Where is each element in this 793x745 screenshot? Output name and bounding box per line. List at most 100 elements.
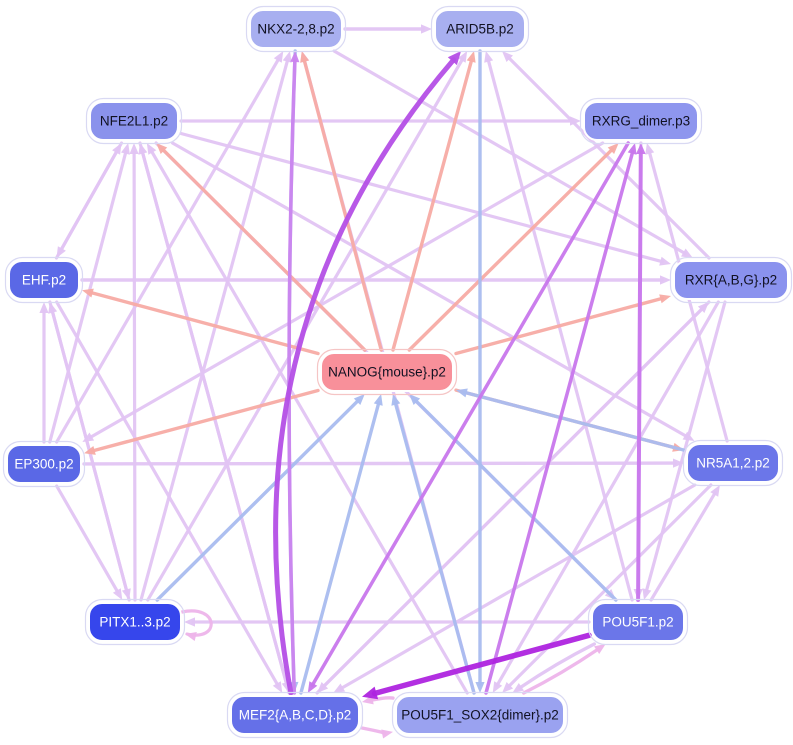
- edge-DIMER-NANOG: [391, 394, 476, 695]
- edge-NFE2L1-RXRG: [179, 116, 581, 126]
- edge-line: [179, 131, 664, 264]
- edge-MEF2-ARID5B: [273, 51, 462, 696]
- edge-line: [138, 141, 289, 686]
- node-outline: [391, 691, 569, 739]
- node-box: [320, 352, 454, 392]
- arrowhead-icon: [112, 588, 123, 600]
- edge-line: [48, 150, 128, 444]
- edge-line: [302, 58, 383, 352]
- node-box: [395, 695, 565, 735]
- edge-line: [522, 647, 600, 695]
- arrowhead-icon: [82, 432, 95, 442]
- arrowhead-icon: [317, 682, 329, 693]
- node-outline: [669, 256, 793, 304]
- edge-POU5F1-MEF2: [362, 632, 592, 700]
- edge-DIMER-NFE2L1: [146, 143, 469, 695]
- arrowhead-icon: [484, 51, 494, 63]
- node-outline: [226, 691, 364, 739]
- node-label: NKX2-2,8.p2: [257, 22, 334, 37]
- edge-line: [369, 696, 395, 702]
- arrowhead-icon: [659, 294, 671, 304]
- arrowhead-icon: [129, 143, 139, 154]
- node-rxrg: RXRG_dimer.p3: [579, 97, 703, 145]
- edge-POU5F1-NANOG: [409, 394, 618, 602]
- node-box: [88, 602, 182, 642]
- edge-EP300-NR5A1: [82, 458, 684, 468]
- edge-RXR-ARID5B: [502, 51, 711, 260]
- edge-line: [91, 388, 320, 453]
- arrowhead-icon: [333, 683, 346, 693]
- edge-POU5F1-PITX: [184, 617, 591, 627]
- arrowhead-icon: [607, 143, 619, 154]
- arrowhead-icon: [300, 51, 310, 63]
- edge-line: [371, 632, 592, 697]
- arrowhead-icon: [594, 644, 606, 654]
- arrowhead-icon: [682, 431, 695, 441]
- node-outline: [579, 97, 703, 145]
- node-outline: [245, 5, 347, 53]
- edge-line: [55, 484, 120, 594]
- edge-line: [59, 141, 124, 252]
- edge-NR5A1-DIMER: [502, 483, 713, 693]
- edge-PITX-NKX2: [139, 51, 292, 602]
- node-outline: [4, 256, 84, 304]
- edge-line: [160, 147, 367, 352]
- edge-EP300-NFE2L1: [48, 143, 130, 444]
- edge-line: [644, 300, 727, 593]
- edge-NANOG-ARID5B: [391, 51, 476, 352]
- node-label: POU5F1_SOX2{dimer}.p2: [401, 708, 559, 723]
- node-label: PITX1..3.p2: [99, 615, 170, 630]
- arrowhead-icon: [373, 394, 383, 406]
- edge-NFE2L1-NR5A1: [170, 141, 695, 441]
- edge-NANOG-NFE2L1: [156, 143, 367, 352]
- edge-line: [649, 491, 717, 602]
- edge-RXR-MEF2: [317, 300, 711, 693]
- node-outline: [84, 598, 186, 646]
- arrowhead-icon: [56, 246, 66, 258]
- edge-line: [180, 609, 213, 637]
- arrowhead-icon: [121, 143, 130, 155]
- arrowhead-icon: [353, 394, 365, 405]
- node-box: [583, 101, 699, 141]
- arrowhead-icon: [156, 143, 168, 154]
- edge-line: [506, 55, 711, 260]
- edge-line: [506, 483, 713, 689]
- edge-NFE2L1-EHF: [56, 141, 124, 258]
- edge-EHF-MEF2: [55, 300, 283, 693]
- arrowhead-icon: [502, 51, 513, 62]
- edge-NKX2-ARID5B: [343, 24, 432, 34]
- edge-line: [636, 150, 643, 602]
- node-box: [230, 695, 360, 735]
- node-nanog: NANOG{mouse}.p2: [316, 348, 458, 396]
- arrowhead-icon: [659, 256, 671, 266]
- edge-NANOG-RXR: [454, 294, 671, 356]
- edge-line: [413, 398, 618, 602]
- arrowhead-icon: [184, 617, 195, 627]
- edge-line: [55, 300, 280, 687]
- arrowhead-icon: [272, 681, 283, 693]
- edge-PITX-NFE2L1: [129, 143, 139, 602]
- node-nkx2: NKX2-2,8.p2: [245, 5, 347, 53]
- node-outline: [85, 97, 183, 145]
- arrowhead-icon: [391, 394, 401, 406]
- arrowhead-icon: [512, 683, 524, 693]
- node-ep300: EP300.p2: [2, 440, 86, 488]
- edge-line: [139, 58, 290, 602]
- node-label: NFE2L1.p2: [100, 114, 168, 129]
- arrowhead-icon: [636, 143, 646, 154]
- edge-line: [518, 642, 596, 690]
- node-ehf: EHF.p2: [4, 256, 84, 304]
- edge-line: [82, 461, 677, 466]
- node-mef2: MEF2{A,B,C,D}.p2: [226, 691, 364, 739]
- arrowhead-icon: [185, 632, 197, 641]
- edge-line: [299, 401, 381, 695]
- edge-line: [360, 726, 387, 736]
- edge-line: [48, 300, 129, 593]
- node-label: ARID5B.p2: [446, 22, 514, 37]
- edge-NANOG-RXRG: [407, 143, 619, 352]
- edge-line: [339, 483, 697, 691]
- arrowhead-icon: [290, 51, 300, 63]
- node-pou5f1: POU5F1.p2: [587, 598, 689, 646]
- edge-NR5A1-NANOG: [456, 388, 686, 452]
- edge-line: [155, 398, 361, 602]
